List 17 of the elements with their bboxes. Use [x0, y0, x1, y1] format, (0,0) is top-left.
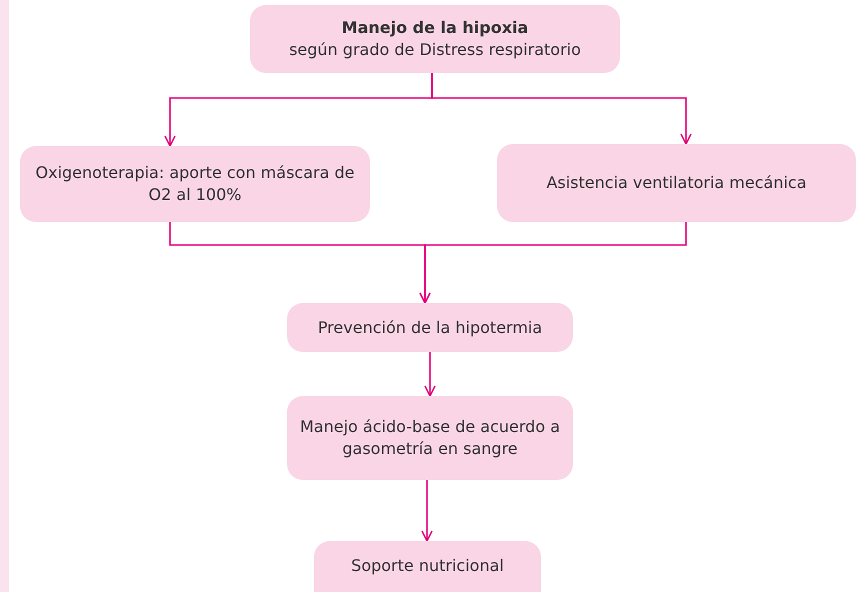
box-text: Oxigenoterapia: aporte con máscara de O2 al 100% — [34, 162, 356, 206]
connector-arrow — [424, 352, 436, 397]
process-box — [287, 396, 573, 480]
box-text: Asistencia ventilatoria mecánica — [546, 172, 807, 194]
connector-arrow — [431, 73, 692, 145]
process-box — [20, 146, 370, 222]
connector-arrow — [421, 480, 433, 542]
box-text: según grado de Distress respiratorio — [289, 39, 581, 61]
process-box — [314, 541, 541, 592]
process-box — [497, 144, 856, 222]
box-text: Soporte nutricional — [351, 555, 504, 577]
connector-arrow — [419, 222, 687, 304]
box-heading: Manejo de la hipoxia — [342, 17, 528, 39]
box-text: Prevención de la hipotermia — [318, 316, 542, 338]
box-text: Manejo ácido-base de acuerdo a gasometría en sangre — [298, 416, 561, 460]
process-box — [287, 303, 573, 352]
process-box — [250, 5, 620, 73]
